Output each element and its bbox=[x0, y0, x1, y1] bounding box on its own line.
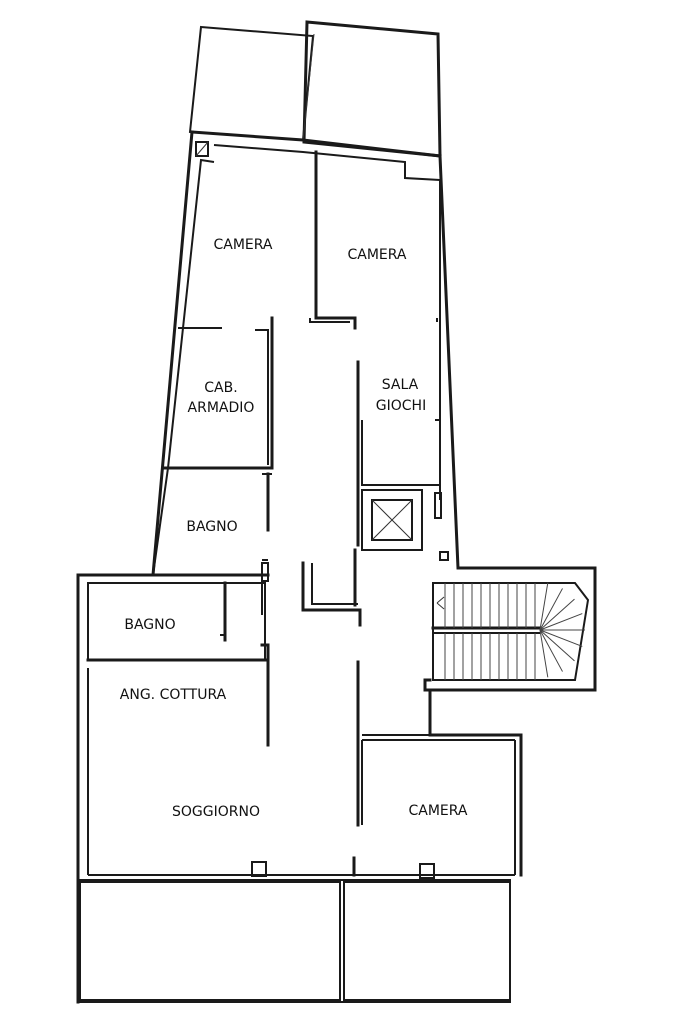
label-soggiorno: SOGGIORNO bbox=[172, 804, 260, 820]
room-labels: CAMERA CAMERA CAB. ARMADIO SALA GIOCHI B… bbox=[120, 237, 468, 820]
label-camera-top-left: CAMERA bbox=[213, 237, 272, 253]
stair-turn-tread bbox=[539, 629, 583, 647]
label-camera-top-right: CAMERA bbox=[347, 247, 406, 263]
label-bagno-lower: BAGNO bbox=[124, 617, 175, 633]
stair-turn-tread bbox=[539, 613, 583, 631]
stair-turn-tread bbox=[539, 598, 575, 631]
stair-turn-tread bbox=[539, 629, 563, 672]
stair-turn-tread bbox=[539, 588, 563, 631]
stair-turn-tread bbox=[539, 629, 575, 662]
bottom-terrace bbox=[78, 879, 511, 1001]
interior-walls bbox=[86, 150, 521, 877]
outer-walls bbox=[76, 130, 597, 1004]
label-cab-armadio-2: ARMADIO bbox=[188, 400, 255, 416]
label-bagno-upper: BAGNO bbox=[186, 519, 237, 535]
staircase bbox=[431, 582, 590, 681]
stair-turn-tread bbox=[539, 629, 549, 678]
label-ang-cottura: ANG. COTTURA bbox=[120, 687, 227, 703]
label-sala-giochi-1: SALA bbox=[382, 377, 419, 393]
stair-turn-tread bbox=[539, 582, 549, 631]
label-camera-bottom-right: CAMERA bbox=[408, 803, 467, 819]
label-cab-armadio-1: CAB. bbox=[204, 380, 237, 396]
label-sala-giochi-2: GIOCHI bbox=[376, 398, 426, 414]
columns bbox=[195, 141, 449, 879]
